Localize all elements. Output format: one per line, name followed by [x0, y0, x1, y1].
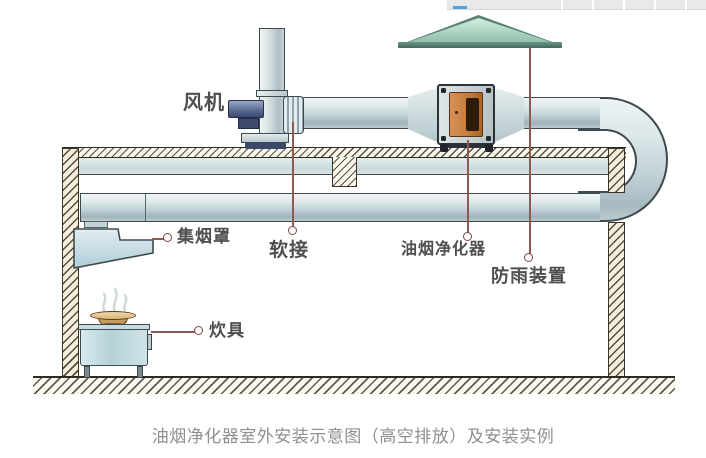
purifier-label: 油烟净化器	[401, 241, 487, 258]
soft-joint-leader-line	[292, 122, 294, 227]
fan-base-pad	[245, 142, 286, 149]
cropped-table-header-strip	[447, 0, 706, 10]
steam	[102, 287, 128, 313]
interior-duct	[80, 193, 600, 222]
rain-cover-label: 防雨装置	[491, 266, 567, 286]
chimney-duct	[259, 28, 285, 135]
fan-label: 风机	[183, 92, 225, 114]
door-knob-dot	[455, 111, 458, 114]
table-header-cell[interactable]	[656, 0, 685, 10]
table-header-cell[interactable]	[447, 0, 561, 10]
exhaust-hood	[73, 228, 154, 269]
table-header-cell[interactable]	[594, 0, 623, 10]
ground	[33, 376, 675, 394]
hood-leader-line	[152, 238, 165, 240]
purifier-leader-line	[467, 140, 469, 233]
cooker-label: 炊具	[209, 321, 245, 340]
rain-cover-leader-line	[529, 48, 531, 254]
soft-joint-label: 软接	[269, 240, 310, 261]
cooker-leg-left	[84, 366, 90, 378]
bolt-icon	[486, 88, 491, 93]
purifier-outlet-cone	[495, 88, 524, 142]
hood-duct-connector	[84, 221, 108, 228]
active-tab-indicator	[453, 6, 467, 9]
cooker-side-tab	[147, 334, 152, 350]
fan-unit	[228, 100, 264, 118]
rain-cover-marker	[524, 253, 533, 262]
bolt-icon	[486, 136, 491, 141]
fan-unit-lower	[238, 118, 259, 129]
table-header-cell[interactable]	[563, 0, 592, 10]
rain-canopy-base	[398, 42, 562, 48]
table-header-cell[interactable]	[625, 0, 654, 10]
purifier-foot-bar	[443, 145, 489, 148]
bolt-icon	[441, 136, 446, 141]
purifier-foot	[440, 144, 448, 152]
cooker-marker	[194, 326, 203, 335]
purifier-marker	[463, 232, 472, 241]
purifier-inlet-cone	[408, 88, 437, 142]
hood-label: 集烟罩	[177, 227, 231, 246]
rain-canopy	[406, 18, 554, 43]
cooker-leader-line	[151, 331, 196, 333]
purifier-door-handle-slot	[466, 98, 479, 131]
right-wall-upper	[608, 148, 625, 193]
cooker-leg-right	[137, 366, 143, 378]
soft-joint-marker	[288, 226, 297, 235]
left-wall	[62, 148, 79, 378]
figure-caption: 油烟净化器室外安装示意图（高空排放）及安装实例	[151, 427, 555, 446]
bolt-icon	[441, 88, 446, 93]
right-wall-lower	[608, 222, 625, 378]
wok-rim	[90, 311, 136, 320]
hood-marker	[163, 233, 172, 242]
cooker-unit	[80, 329, 148, 366]
table-header-cell[interactable]	[687, 0, 706, 10]
interior-duct-joint	[145, 194, 147, 221]
chimney-joint-collar	[256, 90, 288, 97]
purifier-foot	[485, 144, 493, 152]
ceiling-beam	[332, 157, 357, 187]
